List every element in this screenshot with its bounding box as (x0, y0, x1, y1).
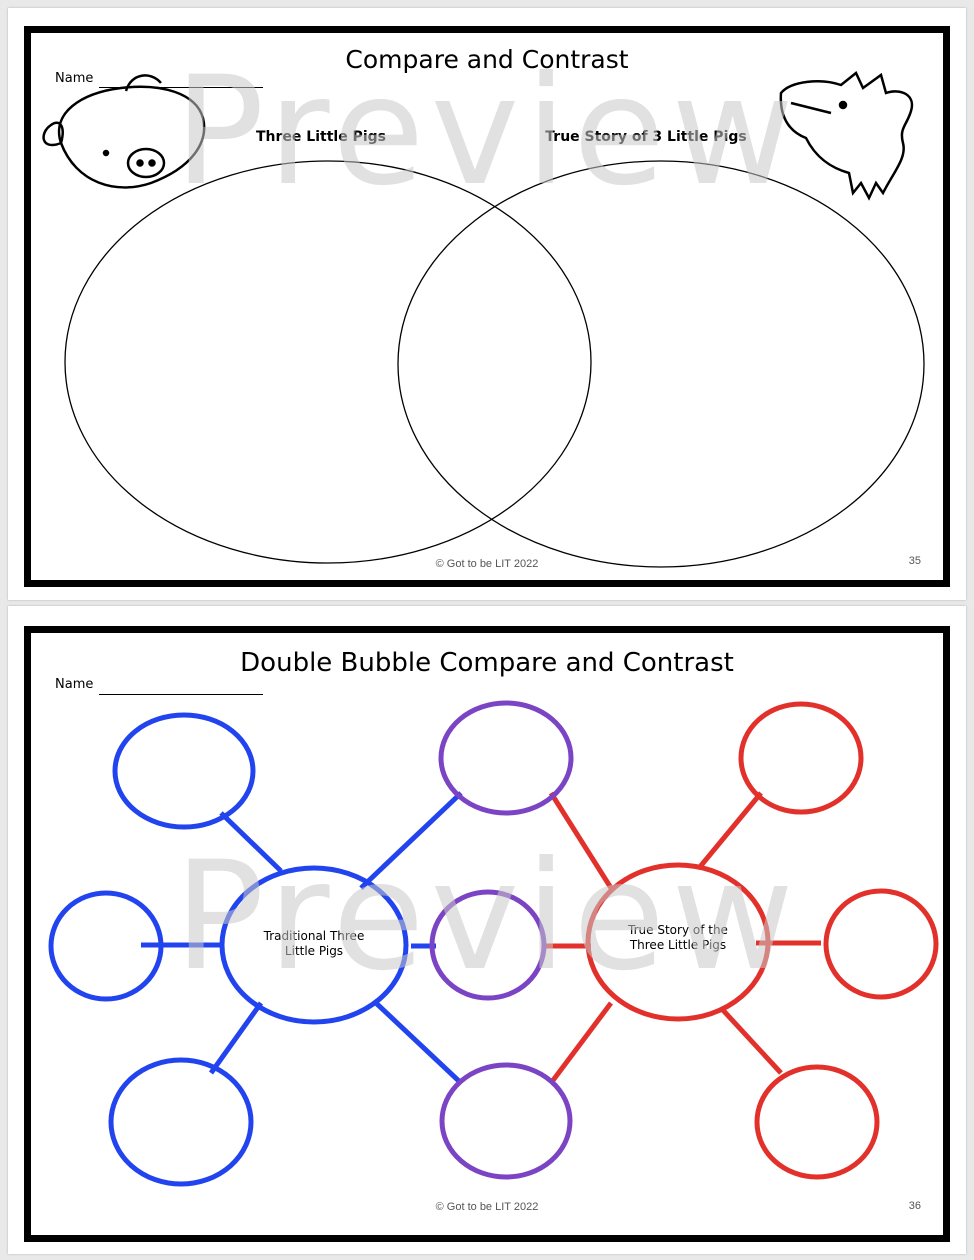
name-label: Name (55, 677, 94, 692)
page-number: 36 (908, 1200, 921, 1212)
name-line (99, 87, 263, 88)
right-detail-bubble[interactable] (738, 701, 864, 815)
left-detail-bubble[interactable] (48, 890, 164, 1002)
right-circle (397, 160, 925, 568)
pig-head-icon (42, 74, 206, 189)
left-topic-label: Traditional Three (263, 929, 365, 943)
shared-detail-bubble[interactable] (438, 700, 574, 816)
shared-detail-bubble[interactable] (439, 1062, 573, 1180)
left-circle (64, 160, 592, 564)
shared-detail-bubble[interactable] (429, 889, 547, 1001)
name-line (99, 694, 263, 695)
left-detail-bubble[interactable] (112, 712, 256, 830)
left-detail-bubble[interactable] (108, 1057, 254, 1187)
page-border: Compare and Contrast Name Three L (24, 26, 950, 587)
worksheet-page-35: Compare and Contrast Name Three L (8, 8, 966, 600)
right-detail-bubble[interactable] (754, 1064, 880, 1180)
right-circle-label: True Story of 3 Little Pigs (545, 129, 746, 145)
double-bubble-map: Traditional Three Little Pigs True Story… (48, 700, 939, 1187)
worksheet-page-36: Double Bubble Compare and Contrast Name (8, 606, 966, 1254)
page-number: 35 (908, 555, 921, 567)
page-title: Compare and Contrast (345, 45, 629, 74)
left-topic-label: Little Pigs (285, 944, 343, 958)
page-border: Double Bubble Compare and Contrast Name (24, 626, 950, 1242)
right-detail-bubble[interactable] (823, 888, 939, 1000)
left-topic-bubble (219, 865, 409, 1025)
left-connector-lines (141, 791, 463, 1085)
copyright-footer: © Got to be LIT 2022 (435, 558, 539, 570)
right-topic-bubble (585, 862, 771, 1022)
page-title: Double Bubble Compare and Contrast (240, 648, 734, 678)
right-topic-label: Three Little Pigs (629, 938, 726, 952)
wolf-head-icon (779, 71, 914, 201)
name-label: Name (55, 71, 94, 86)
right-topic-label: True Story of the (627, 923, 728, 937)
venn-diagram: Three Little Pigs True Story of 3 Little… (42, 71, 925, 568)
left-circle-label: Three Little Pigs (256, 129, 386, 145)
copyright-footer: © Got to be LIT 2022 (435, 1201, 539, 1213)
